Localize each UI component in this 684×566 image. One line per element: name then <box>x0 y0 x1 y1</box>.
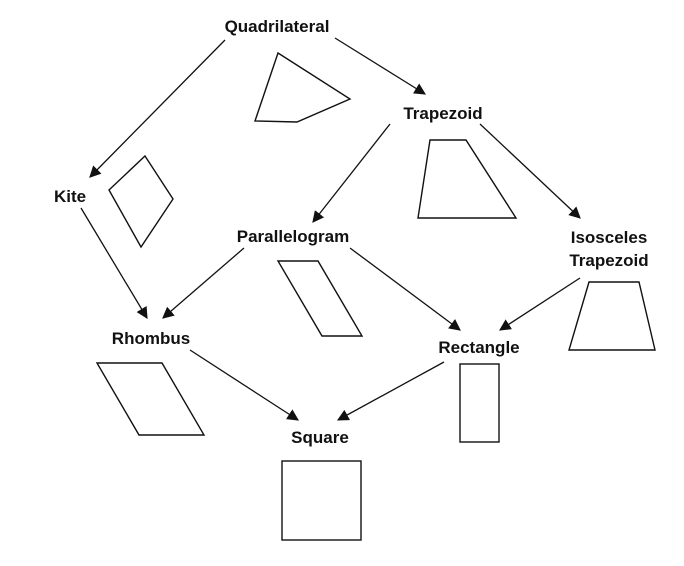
label-isosceles-trapezoid-line2: Trapezoid <box>569 251 648 270</box>
label-rectangle: Rectangle <box>438 338 519 357</box>
label-isosceles-trapezoid-line1: Isosceles <box>571 228 648 247</box>
edge-trapezoid-parallelogram <box>312 123 391 223</box>
edge-rhombus-square <box>189 349 299 421</box>
label-rhombus: Rhombus <box>112 329 190 348</box>
edge-rectangle-square <box>336 361 445 421</box>
label-trapezoid: Trapezoid <box>403 104 482 123</box>
label-quadrilateral: Quadrilateral <box>225 17 330 36</box>
rectangle-shape <box>459 363 500 443</box>
kite-shape <box>108 154 174 249</box>
trapezoid-shape <box>417 139 518 219</box>
edge-quadrilateral-trapezoid <box>334 37 426 95</box>
quadrilateral-shape <box>254 51 352 123</box>
parallelogram-shape <box>276 260 364 337</box>
edge-trapezoid-isosceles-trapezoid <box>479 123 581 219</box>
shapes <box>95 51 656 541</box>
edges <box>80 37 581 421</box>
edge-isosceles-trapezoid-rectangle <box>499 277 581 331</box>
isosceles-trapezoid-shape <box>568 281 656 351</box>
labels: Quadrilateral Trapezoid Kite Parallelogr… <box>54 17 649 447</box>
edge-kite-rhombus <box>80 207 148 320</box>
label-square: Square <box>291 428 349 447</box>
label-parallelogram: Parallelogram <box>237 227 349 246</box>
rhombus-shape <box>95 362 206 436</box>
edge-parallelogram-rectangle <box>349 247 461 331</box>
square-shape <box>281 460 362 541</box>
label-kite: Kite <box>54 187 86 206</box>
edge-parallelogram-rhombus <box>162 247 245 319</box>
edge-quadrilateral-kite <box>89 39 226 178</box>
